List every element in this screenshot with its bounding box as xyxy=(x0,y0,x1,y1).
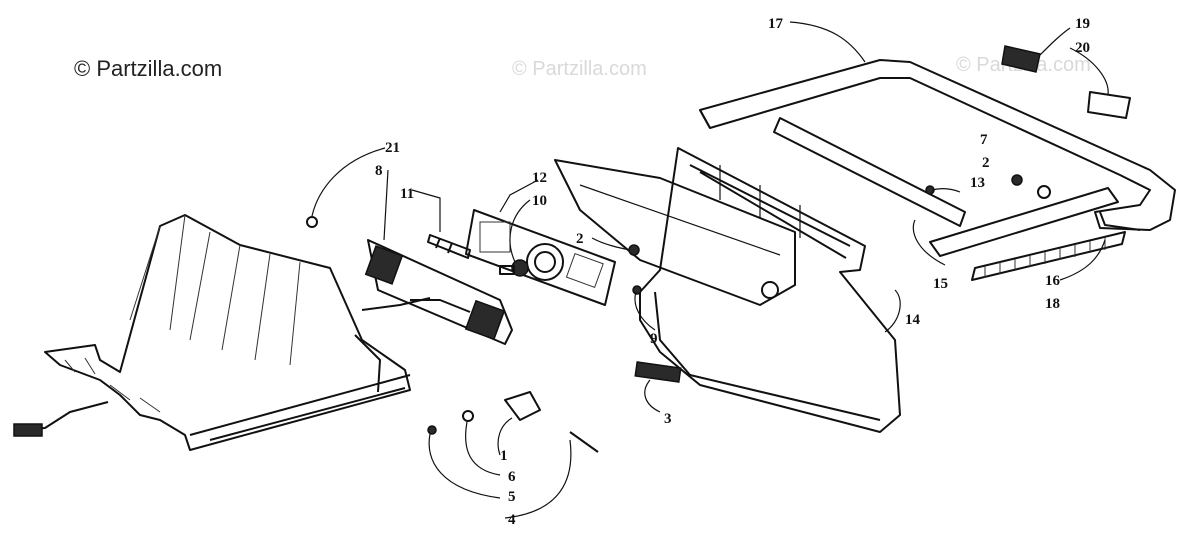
tail-light-housing xyxy=(13,214,431,451)
reflector-strip xyxy=(971,231,1126,281)
top-frame-rail xyxy=(699,59,1176,231)
side-bar xyxy=(773,117,1119,257)
lamp-socket-bracket xyxy=(306,216,513,345)
callout-5: 5 xyxy=(508,489,516,505)
callout-13: 13 xyxy=(970,175,985,191)
callout-17: 17 xyxy=(768,16,784,32)
callout-1: 1 xyxy=(500,448,508,464)
callout-15: 15 xyxy=(933,276,948,292)
tail-lens xyxy=(465,209,616,306)
callout-21: 21 xyxy=(385,140,400,156)
copyright-notice: © Partzilla.com xyxy=(74,56,223,81)
callout-4: 4 xyxy=(508,512,516,528)
grille-frame xyxy=(639,147,901,433)
callout-14: 14 xyxy=(905,312,921,328)
callout-12: 12 xyxy=(532,170,547,186)
callout-2: 2 xyxy=(982,155,990,171)
callout-labels: 1 2 2 2 3 4 5 6 7 8 9 10 11 12 13 14 15 … xyxy=(375,16,1090,528)
decal-19 xyxy=(1001,45,1041,73)
callout-16: 16 xyxy=(1045,273,1061,289)
callout-8: 8 xyxy=(375,163,383,179)
bulb xyxy=(499,259,529,277)
callout-18: 18 xyxy=(1045,296,1060,312)
bracket-11 xyxy=(427,234,471,259)
callout-20: 20 xyxy=(1075,40,1090,56)
callout-11: 11 xyxy=(400,186,414,202)
callout-6: 6 xyxy=(508,469,516,485)
hardware xyxy=(427,174,1051,453)
lamp-reflector xyxy=(554,159,796,306)
leader-lines xyxy=(311,21,1109,519)
callout-19: 19 xyxy=(1075,16,1090,32)
screw-21 xyxy=(306,216,318,228)
callout-9: 9 xyxy=(650,331,658,347)
callout-3: 3 xyxy=(664,411,672,427)
watermark: © Partzilla.com xyxy=(512,58,647,80)
callout-10: 10 xyxy=(532,193,547,209)
decal-20 xyxy=(1087,91,1131,119)
callout-7: 7 xyxy=(980,132,988,148)
callout-2: 2 xyxy=(576,231,584,247)
